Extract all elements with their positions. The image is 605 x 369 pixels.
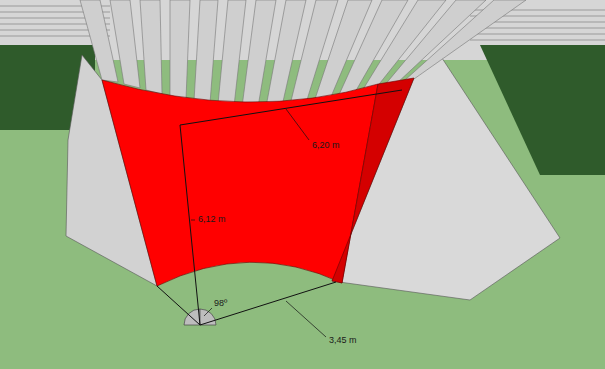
curved-red-face bbox=[102, 80, 378, 286]
dimension-label: 6,12 m bbox=[197, 215, 227, 224]
dimension-label: 6,20 m bbox=[311, 141, 341, 150]
dimension-label: 98º bbox=[213, 299, 228, 308]
leader-lines bbox=[191, 109, 326, 337]
dimension-label: 3,45 m bbox=[328, 336, 358, 345]
red-face-side bbox=[332, 78, 414, 283]
dimension-lines bbox=[157, 90, 402, 325]
